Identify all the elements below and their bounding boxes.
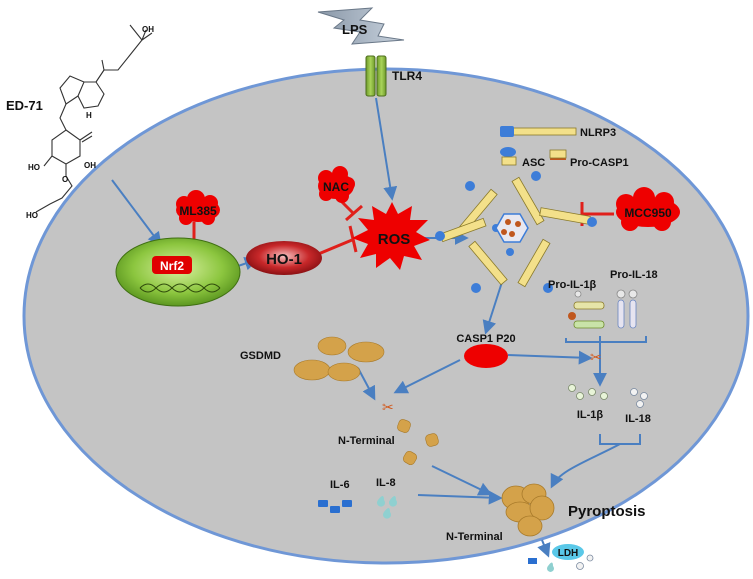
released-particles xyxy=(528,554,594,572)
pro-casp1-legend-icon xyxy=(549,149,567,160)
oh-top-label: OH xyxy=(142,25,154,34)
asc-label: ASC xyxy=(522,157,545,169)
pro-il1b-label: Pro-IL-1β xyxy=(548,279,597,291)
lps-label: LPS xyxy=(342,22,368,37)
h-label: H xyxy=(86,111,92,120)
pro-il18-label: Pro-IL-18 xyxy=(610,269,658,281)
ho-left-label: HO xyxy=(28,163,40,172)
tlr4-receptor xyxy=(365,55,387,97)
pyroptosis-pore xyxy=(501,483,555,537)
ldh-badge xyxy=(552,544,584,560)
casp1-p20-oval xyxy=(464,344,508,368)
asc-legend-icon xyxy=(500,147,517,166)
casp1-p20-label: CASP1 P20 xyxy=(456,333,515,345)
nac-label: NAC xyxy=(323,180,349,194)
ho1-oval xyxy=(246,241,322,275)
il1b-label: IL-1β xyxy=(577,409,604,421)
n-terminal-label-2: N-Terminal xyxy=(446,531,503,543)
gsdmd-protein xyxy=(293,336,385,382)
ros-starburst xyxy=(352,202,430,270)
n-terminal-fragments xyxy=(397,419,439,466)
nlrp3-legend-icon xyxy=(500,126,577,137)
lps-shape xyxy=(317,7,405,45)
il18-label: IL-18 xyxy=(625,413,651,425)
pro-il18-icon xyxy=(616,289,638,329)
ml385-cloud xyxy=(176,190,220,225)
n-terminal-label: N-Terminal xyxy=(338,435,395,447)
il8-label: IL-8 xyxy=(376,477,396,489)
ho-chain-label: HO xyxy=(26,211,38,220)
scissors-icon: ✂ xyxy=(382,399,394,415)
pro-il1b-icon xyxy=(568,290,605,329)
scissors-icon-2: ✂ xyxy=(590,349,602,365)
dna-strand xyxy=(139,283,221,293)
tlr4-label: TLR4 xyxy=(392,69,422,83)
il6-particles xyxy=(318,500,352,513)
ldh-label: LDH xyxy=(558,548,579,559)
nac-cloud xyxy=(318,166,355,203)
ros-label: ROS xyxy=(378,231,411,248)
gsdmd-label: GSDMD xyxy=(240,350,281,362)
pyroptosis-label: Pyroptosis xyxy=(568,503,646,520)
nrf2-box xyxy=(152,256,192,274)
il1b-particles xyxy=(568,384,608,400)
ho1-label: HO-1 xyxy=(266,251,302,268)
nlrp3-label: NLRP3 xyxy=(580,127,616,139)
ed71-molecule xyxy=(35,24,153,213)
o-label: O xyxy=(62,175,68,184)
pro-casp1-label: Pro-CASP1 xyxy=(570,157,629,169)
mcc950-cloud xyxy=(616,187,680,231)
mcc950-label: MCC950 xyxy=(624,206,672,220)
ml385-label: ML385 xyxy=(179,204,217,218)
oh-ring-label: OH xyxy=(84,161,96,170)
il8-particles xyxy=(376,496,397,519)
nrf2-label: Nrf2 xyxy=(160,259,184,273)
inflammasome xyxy=(435,171,597,293)
ed71-label: ED-71 xyxy=(6,98,43,113)
il6-label: IL-6 xyxy=(330,479,350,491)
il18-particles xyxy=(630,388,648,408)
